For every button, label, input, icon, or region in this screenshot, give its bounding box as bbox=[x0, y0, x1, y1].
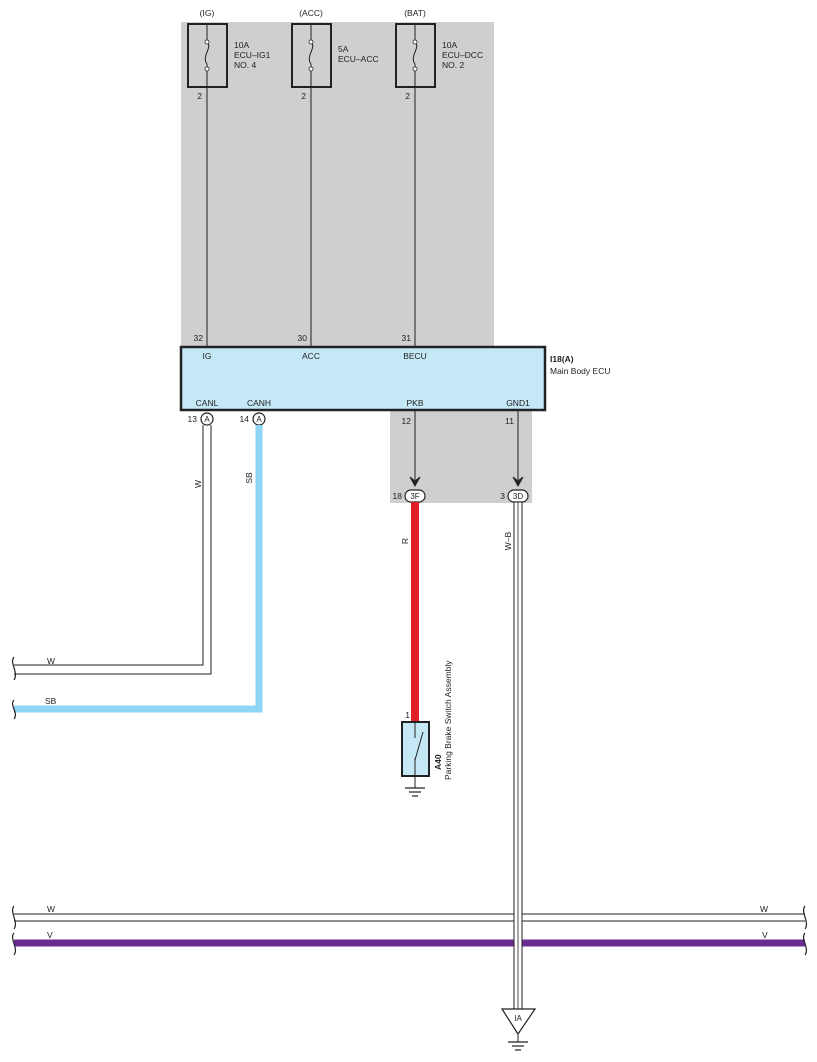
connector-arrow bbox=[409, 476, 421, 488]
wire-break-mark bbox=[11, 699, 17, 720]
fuse-pin: 2 bbox=[301, 91, 306, 101]
ground-point-label: IA bbox=[514, 1014, 522, 1023]
parking-brake-switch: 1 A40 Parking Brake Switch Assembly bbox=[401, 660, 453, 780]
fuse-name: ECU–DCC bbox=[442, 50, 483, 60]
wire-color-label-canh: SB bbox=[244, 472, 254, 484]
wire-color-label-gnd: W–B bbox=[503, 531, 513, 550]
wire-color-label-canl: W bbox=[193, 480, 203, 488]
ecu-pin-label: ACC bbox=[302, 351, 320, 361]
ecu-pin-label: GND1 bbox=[506, 398, 530, 408]
connector-pin: 18 bbox=[393, 491, 403, 501]
ecu-pin-label: IG bbox=[203, 351, 212, 361]
connector-label: A bbox=[256, 415, 262, 424]
connector-canh: A 14 bbox=[240, 412, 266, 426]
switch-code: A40 bbox=[433, 754, 443, 770]
ecu-pin-number: 30 bbox=[298, 333, 308, 343]
connector-pin: 13 bbox=[188, 414, 198, 424]
ecu-pin-label: CANL bbox=[196, 398, 219, 408]
ground-point-ia: IA bbox=[500, 1008, 537, 1051]
connector-canl: A 13 bbox=[188, 412, 214, 426]
wire-color-label-left-sb: SB bbox=[45, 696, 57, 706]
wire-canh bbox=[14, 425, 263, 713]
fuse-pin: 2 bbox=[197, 91, 202, 101]
fuse-source-label: (BAT) bbox=[404, 8, 426, 18]
wire-break-mark bbox=[11, 932, 17, 956]
fuse-pin: 2 bbox=[405, 91, 410, 101]
connector-pin: 14 bbox=[240, 414, 250, 424]
switch-name: Parking Brake Switch Assembly bbox=[443, 660, 453, 780]
connector-3d: 3D 3 bbox=[500, 489, 529, 503]
switch-lever bbox=[414, 731, 424, 761]
ecu-pin-label: CANH bbox=[247, 398, 271, 408]
main-body-ecu: IG ACC BECU CANL CANH PKB GND1 I18(A) Ma… bbox=[179, 345, 610, 412]
bus-label-v-left: V bbox=[47, 930, 53, 940]
connector-label: 3F bbox=[410, 492, 419, 501]
wire-break-mark bbox=[802, 905, 808, 930]
fuse-extra: NO. 4 bbox=[234, 60, 256, 70]
fuse-terminal bbox=[412, 39, 418, 45]
wire-canl-outer bbox=[14, 425, 212, 675]
bus-label-w-right: W bbox=[760, 904, 768, 914]
fuse-rating: 5A bbox=[338, 44, 349, 54]
wire-break-mark bbox=[11, 905, 17, 930]
fuse-bat: (BAT) 10A ECU–DCC NO. 2 2 bbox=[395, 8, 483, 101]
fuse-terminal bbox=[204, 39, 210, 45]
ecu-code: I18(A) bbox=[550, 354, 574, 364]
ecu-name: Main Body ECU bbox=[550, 366, 610, 376]
fuse-rating: 10A bbox=[442, 40, 457, 50]
fuse-source-label: (ACC) bbox=[299, 8, 323, 18]
ecu-pin-number: 11 bbox=[505, 416, 514, 426]
fuse-ig: (IG) 10A ECU–IG1 NO. 4 2 bbox=[187, 8, 271, 101]
fuse-terminal bbox=[412, 66, 418, 72]
connector-circle bbox=[200, 412, 214, 426]
ecu-pin-label: BECU bbox=[403, 351, 427, 361]
fuse-extra: NO. 2 bbox=[442, 60, 464, 70]
wire-break-mark bbox=[11, 656, 17, 681]
fuse-terminal bbox=[308, 66, 314, 72]
connector-arrow bbox=[512, 476, 524, 488]
connector-pin: 3 bbox=[500, 491, 505, 501]
ecu-pin-number: 12 bbox=[402, 416, 412, 426]
ground-point-triangle bbox=[500, 1008, 537, 1036]
fuse-rating: 10A bbox=[234, 40, 249, 50]
ecu-pin-number: 32 bbox=[194, 333, 204, 343]
fuse-name: ECU–IG1 bbox=[234, 50, 271, 60]
bus-label-v-right: V bbox=[762, 930, 768, 940]
fuse-terminal bbox=[308, 39, 314, 45]
switch-pin: 1 bbox=[405, 710, 410, 720]
ecu-pin-label: PKB bbox=[406, 398, 423, 408]
fuse-name: ECU–ACC bbox=[338, 54, 379, 64]
wire-break-mark bbox=[802, 932, 808, 956]
bus-label-w-left: W bbox=[47, 904, 55, 914]
fuse-acc: (ACC) 5A ECU–ACC 2 bbox=[291, 8, 379, 101]
connector-label: A bbox=[204, 415, 210, 424]
wire-color-label-pkb: R bbox=[400, 538, 410, 544]
ecu-box bbox=[179, 345, 547, 412]
ecu-pin-number: 31 bbox=[402, 333, 412, 343]
connector-3f: 3F 18 bbox=[393, 489, 426, 503]
fuse-source-label: (IG) bbox=[200, 8, 215, 18]
connector-label: 3D bbox=[513, 492, 523, 501]
ground-icon bbox=[405, 776, 425, 797]
shaded-region-top bbox=[181, 22, 494, 348]
shaded-region-bottom bbox=[390, 410, 532, 503]
fuse-terminal bbox=[204, 66, 210, 72]
wire-color-label-left-w: W bbox=[47, 656, 55, 666]
